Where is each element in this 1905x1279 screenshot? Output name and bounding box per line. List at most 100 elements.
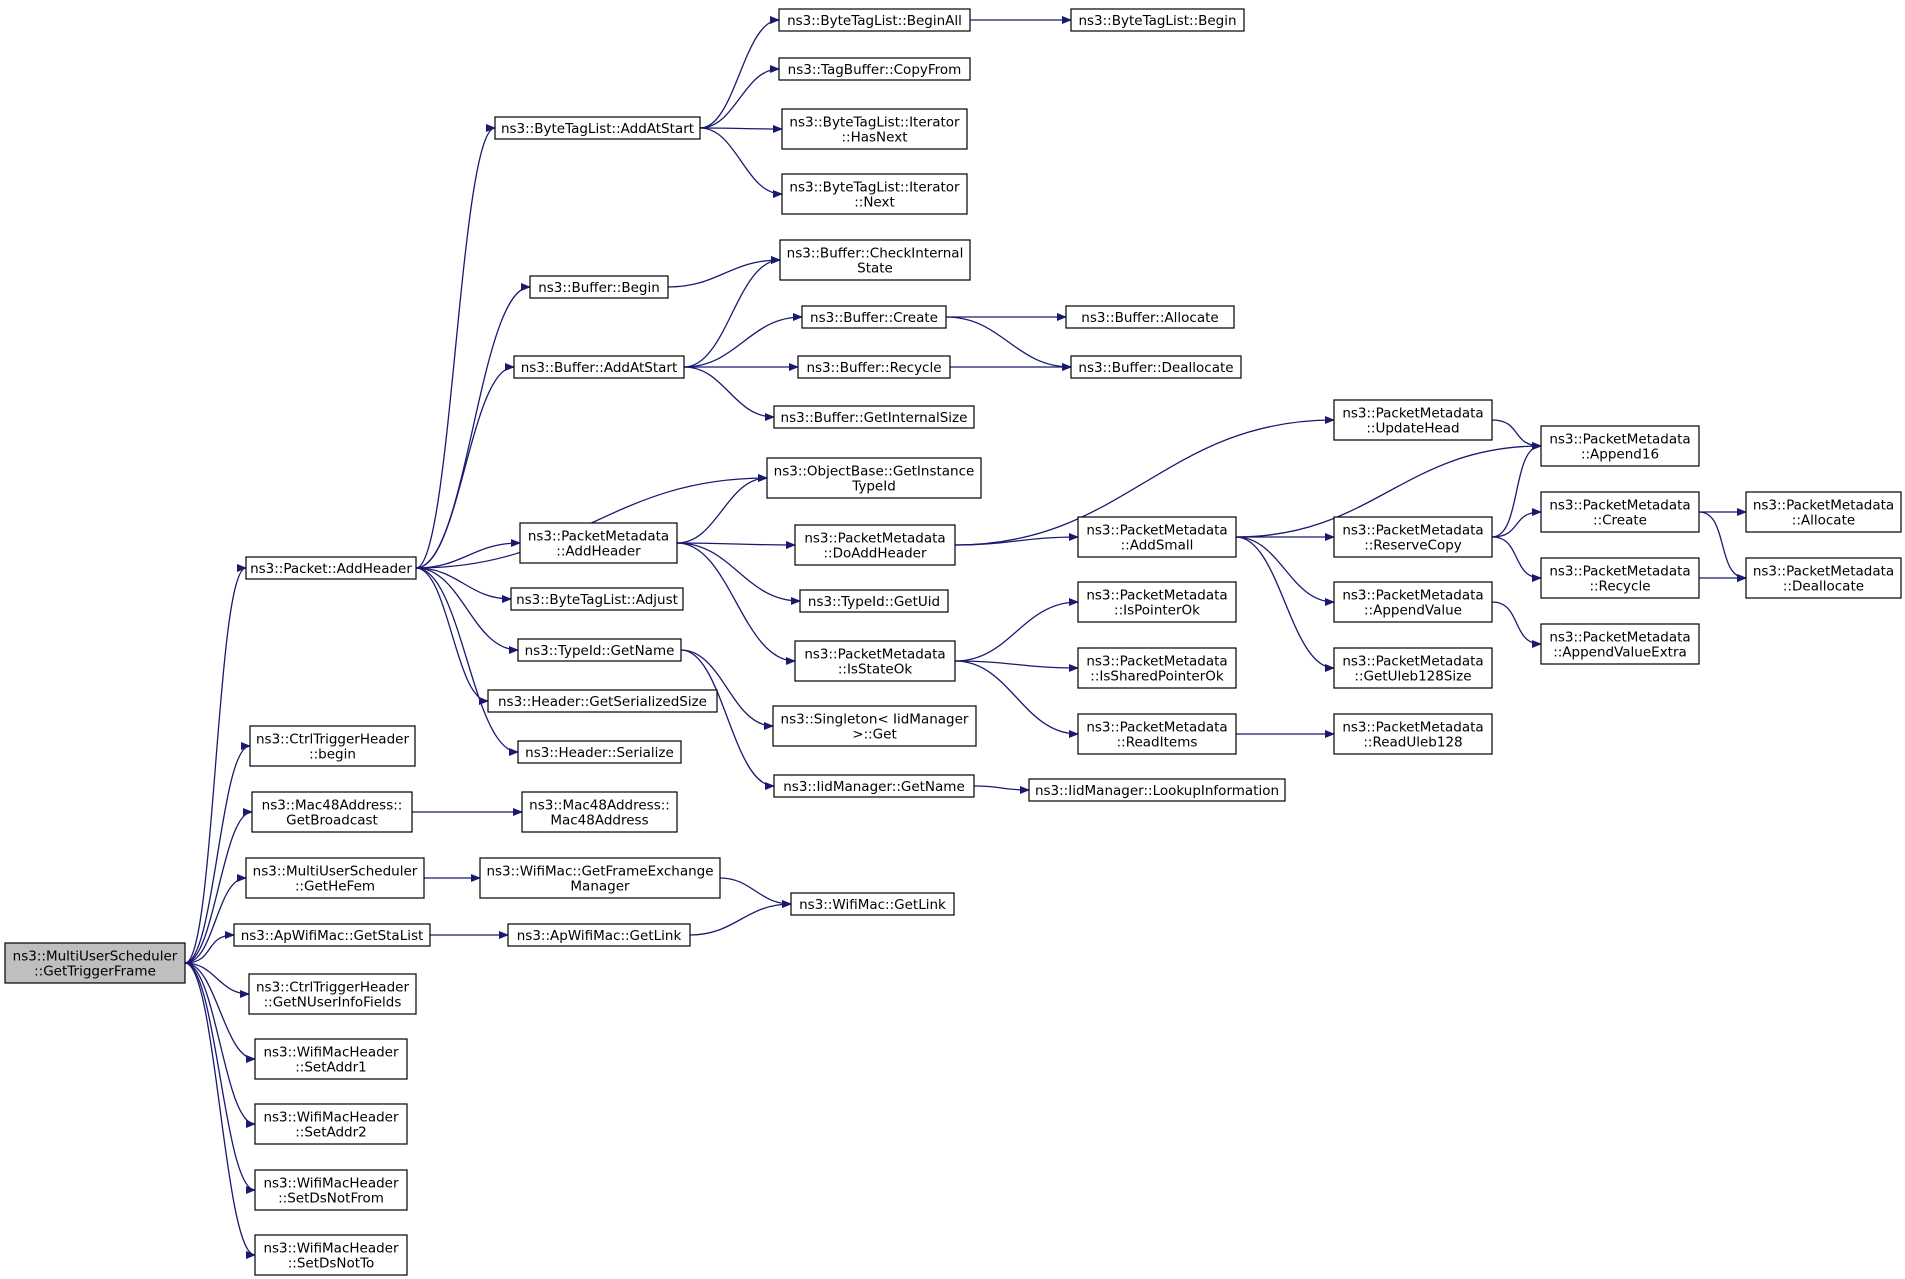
node-mac48-getbroadcast[interactable]: ns3::Mac48Address::GetBroadcast xyxy=(251,791,413,833)
node-mac48-ctor[interactable]: ns3::Mac48Address::Mac48Address xyxy=(521,791,678,833)
node-label: ns3::ByteTagList::Begin xyxy=(1078,13,1236,29)
node-buf-create[interactable]: ns3::Buffer::Create xyxy=(801,305,947,329)
node-wmh-setaddr2[interactable]: ns3::WifiMacHeader::SetAddr2 xyxy=(254,1103,408,1145)
node-label: State xyxy=(857,261,893,277)
node-pm-create[interactable]: ns3::PacketMetadata::Create xyxy=(1540,491,1700,533)
node-label: ns3::Packet::AddHeader xyxy=(250,561,412,577)
node-pm-doaddheader[interactable]: ns3::PacketMetadata::DoAddHeader xyxy=(794,524,956,566)
node-iid-lookupinfo[interactable]: ns3::IidManager::LookupInformation xyxy=(1028,778,1286,802)
node-pm-reservecopy[interactable]: ns3::PacketMetadata::ReserveCopy xyxy=(1333,516,1493,558)
node-label: ::IsPointerOk xyxy=(1114,603,1200,619)
node-box xyxy=(487,689,718,713)
node-btl-beginall[interactable]: ns3::ByteTagList::BeginAll xyxy=(778,8,971,32)
node-ctrl-getnuserinfo[interactable]: ns3::CtrlTriggerHeader::GetNUserInfoFiel… xyxy=(248,973,417,1015)
edge-btl-addatstart-to-btl-beginall xyxy=(699,16,780,129)
node-box xyxy=(766,457,982,499)
node-label: ns3::Buffer::CheckInternal xyxy=(787,246,964,262)
node-box xyxy=(1077,581,1237,623)
node-wmh-setaddr1[interactable]: ns3::WifiMacHeader::SetAddr1 xyxy=(254,1038,408,1080)
node-box xyxy=(1070,355,1242,379)
edge-pm-isstateok-to-pm-issharedpointerok xyxy=(954,660,1079,672)
node-wmh-setdsnotto[interactable]: ns3::WifiMacHeader::SetDsNotTo xyxy=(254,1234,408,1276)
edge-typeid-getname-to-iid-getname xyxy=(680,649,775,790)
node-pm-isstateok[interactable]: ns3::PacketMetadata::IsStateOk xyxy=(794,640,956,682)
node-tb-copyfrom[interactable]: ns3::TagBuffer::CopyFrom xyxy=(778,57,971,81)
node-btl-it-next[interactable]: ns3::ByteTagList::Iterator::Next xyxy=(781,173,968,215)
node-label: ::Recycle xyxy=(1589,579,1650,595)
node-label: ns3::ByteTagList::Adjust xyxy=(516,592,678,608)
edge-pm-addsmall-to-pm-append16 xyxy=(1235,442,1542,538)
node-pm-recycle[interactable]: ns3::PacketMetadata::Recycle xyxy=(1540,557,1700,599)
edge-root-to-mus-gethefem xyxy=(184,874,247,964)
node-box xyxy=(479,857,721,899)
node-box xyxy=(1065,305,1235,329)
node-buf-getinternalsize[interactable]: ns3::Buffer::GetInternalSize xyxy=(773,405,975,429)
node-mus-gethefem[interactable]: ns3::MultiUserScheduler::GetHeFem xyxy=(245,857,425,899)
node-pm-issharedpointerok[interactable]: ns3::PacketMetadata::IsSharedPointerOk xyxy=(1077,647,1237,689)
node-ap-getstalist[interactable]: ns3::ApWifiMac::GetStaList xyxy=(233,923,431,947)
node-wmh-setdsnotfrom[interactable]: ns3::WifiMacHeader::SetDsNotFrom xyxy=(254,1169,408,1211)
node-box xyxy=(781,173,968,215)
node-root[interactable]: ns3::MultiUserScheduler::GetTriggerFrame xyxy=(4,942,186,984)
node-typeid-getuid[interactable]: ns3::TypeId::GetUid xyxy=(799,589,949,613)
node-box xyxy=(251,791,413,833)
node-singleton-get[interactable]: ns3::Singleton< IidManager >::Get xyxy=(772,705,977,747)
node-buf-addatstart[interactable]: ns3::Buffer::AddAtStart xyxy=(513,355,685,379)
node-pm-readuleb128[interactable]: ns3::PacketMetadata::ReadUleb128 xyxy=(1333,713,1493,755)
edge-buf-addatstart-to-buf-checkinternal xyxy=(683,256,781,368)
node-box xyxy=(521,791,678,833)
node-label: ns3::PacketMetadata xyxy=(1549,498,1690,514)
node-ctrl-begin[interactable]: ns3::CtrlTriggerHeader::begin xyxy=(249,725,416,767)
node-pm-appendvalue[interactable]: ns3::PacketMetadata::AppendValue xyxy=(1333,581,1493,623)
node-pm-deallocate[interactable]: ns3::PacketMetadata::Deallocate xyxy=(1745,557,1902,599)
node-hdr-getserializedsize[interactable]: ns3::Header::GetSerializedSize xyxy=(487,689,718,713)
node-label: ns3::ApWifiMac::GetStaList xyxy=(241,928,424,944)
node-pm-ispointerok[interactable]: ns3::PacketMetadata::IsPointerOk xyxy=(1077,581,1237,623)
node-box xyxy=(510,587,684,611)
node-box xyxy=(507,923,691,947)
node-pm-readitems[interactable]: ns3::PacketMetadata::ReadItems xyxy=(1077,713,1237,755)
node-label: ns3::Mac48Address:: xyxy=(529,798,670,814)
node-pkt-addheader[interactable]: ns3::Packet::AddHeader xyxy=(245,556,417,580)
node-hdr-serialize[interactable]: ns3::Header::Serialize xyxy=(517,740,682,764)
node-label: ::SetDsNotTo xyxy=(288,1256,375,1272)
node-buf-begin[interactable]: ns3::Buffer::Begin xyxy=(529,275,669,299)
node-label: ::IsStateOk xyxy=(838,662,912,678)
node-buf-allocate[interactable]: ns3::Buffer::Allocate xyxy=(1065,305,1235,329)
node-label: ns3::ByteTagList::AddAtStart xyxy=(501,121,694,137)
node-box xyxy=(1077,713,1237,755)
node-typeid-getname[interactable]: ns3::TypeId::GetName xyxy=(517,638,682,662)
edge-pm-create-to-pm-deallocate xyxy=(1698,511,1747,582)
node-box xyxy=(799,589,949,613)
node-btl-adjust[interactable]: ns3::ByteTagList::Adjust xyxy=(510,587,684,611)
node-pm-getuleb128size[interactable]: ns3::PacketMetadata::GetUleb128Size xyxy=(1333,647,1493,689)
node-btl-addatstart[interactable]: ns3::ByteTagList::AddAtStart xyxy=(494,116,701,140)
node-box xyxy=(1333,581,1493,623)
node-wm-getlink[interactable]: ns3::WifiMac::GetLink xyxy=(790,892,955,916)
node-btl-begin[interactable]: ns3::ByteTagList::Begin xyxy=(1070,8,1245,32)
node-pm-append16[interactable]: ns3::PacketMetadata::Append16 xyxy=(1540,425,1700,467)
edge-btl-addatstart-to-tb-copyfrom xyxy=(699,65,780,129)
node-ap-getlink[interactable]: ns3::ApWifiMac::GetLink xyxy=(507,923,691,947)
node-pm-appendvalueextra[interactable]: ns3::PacketMetadata::AppendValueExtra xyxy=(1540,623,1700,665)
node-box xyxy=(772,705,977,747)
edge-pm-doaddheader-to-pm-addsmall xyxy=(954,533,1079,546)
node-pm-addheader[interactable]: ns3::PacketMetadata::AddHeader xyxy=(519,522,678,564)
edge-pm-addheader-to-typeid-getuid xyxy=(676,542,801,605)
node-pm-addsmall[interactable]: ns3::PacketMetadata::AddSmall xyxy=(1077,516,1237,558)
node-iid-getname[interactable]: ns3::IidManager::GetName xyxy=(773,774,975,798)
node-buf-recycle[interactable]: ns3::Buffer::Recycle xyxy=(797,355,951,379)
node-pm-allocate[interactable]: ns3::PacketMetadata::Allocate xyxy=(1745,491,1902,533)
edge-pkt-addheader-to-buf-addatstart xyxy=(415,363,515,569)
node-btl-it-hasnext[interactable]: ns3::ByteTagList::Iterator::HasNext xyxy=(781,108,968,150)
node-label: TypeId xyxy=(851,479,896,495)
node-buf-deallocate[interactable]: ns3::Buffer::Deallocate xyxy=(1070,355,1242,379)
node-label: ns3::PacketMetadata xyxy=(1549,630,1690,646)
node-label: ns3::PacketMetadata xyxy=(1342,720,1483,736)
node-label: ns3::ApWifiMac::GetLink xyxy=(517,928,682,944)
node-pm-updatehead[interactable]: ns3::PacketMetadata::UpdateHead xyxy=(1333,399,1493,441)
